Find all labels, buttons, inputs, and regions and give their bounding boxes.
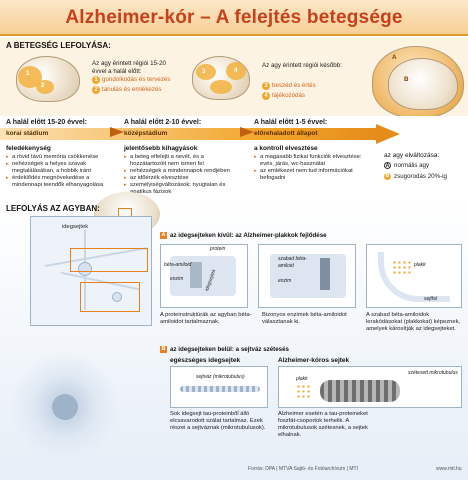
source-credit: Forrás: DPA | MTVA Sajtó- és Fotóarchívu… — [248, 466, 358, 472]
stage3-feature-list: a magasabb fizikai funkciók elvesztése: … — [254, 154, 362, 182]
brain-num-3: 3 — [202, 68, 206, 75]
brain-region-3 — [196, 64, 216, 80]
cell-wall-curve — [378, 252, 450, 302]
b1-caption: Sok idegsejt tau-proteinből álló elcsava… — [170, 411, 266, 431]
shrink-heading: az agy elváltozása: — [384, 152, 440, 159]
site-url: www.mti.hu — [436, 466, 462, 472]
cell-wall-shape — [170, 256, 236, 296]
zoom-frame-a — [70, 248, 148, 272]
broken-microtubule-shape — [320, 380, 400, 402]
stage1-item: érdeklődés megnövekedése a mindennapi te… — [6, 175, 110, 189]
later-num-3: 3 — [262, 82, 270, 90]
stage3-name: előrehaladott állapot — [254, 130, 318, 137]
early-regions-text: Az agy érintett régiói 15-20 évvel a hal… — [92, 60, 166, 75]
brain-label-b: B — [404, 76, 409, 83]
stage-divider-arrow-icon — [240, 127, 254, 137]
a3-caption: A szabad béta-amiloidok lerakódásokat (p… — [366, 312, 461, 332]
a3-label-plaque: plakk — [414, 262, 426, 268]
stage2-when: A halál előtt 2-10 évvel: — [124, 119, 202, 126]
stage1-when: A halál előtt 15-20 évvel: — [6, 119, 88, 126]
a3-label-cellwall: sejtfal — [424, 296, 438, 302]
legend-b-label: zsugorodás 20%-ig — [394, 173, 447, 180]
stage2-item: a beteg elfelejti a nevét, és a hozzátar… — [124, 154, 236, 168]
page-title: Alzheimer-kór – A felejtés betegsége — [65, 7, 403, 28]
neuron-body — [112, 292, 122, 302]
stage2-item: személyiségváltozások: nyugtalan és apat… — [124, 182, 236, 196]
enzyme-shape — [320, 258, 330, 290]
stage1-item: a rövid távú memória csökkenése — [6, 154, 110, 161]
zoom-frame-b — [80, 282, 140, 312]
stage2-feature-list: a beteg elfelejti a nevét, és a hozzátar… — [124, 154, 236, 196]
legend-a-label: normális agy — [394, 162, 430, 169]
part-b-title: az idegsejteken belül: a sejtváz szétesé… — [170, 346, 289, 353]
progression-heading: A BETEGSÉG LEFOLYÁSA: — [6, 41, 111, 50]
process-heading: LEFOLYÁS AZ AGYBAN: — [6, 204, 100, 213]
a1-label-enzyme: enzim — [170, 276, 184, 282]
stage1-item: nehézségek a helyes szavak megtalálásába… — [6, 161, 110, 175]
later-regions-text: Az agy érintett régiói később: — [262, 62, 342, 69]
b1-label-microtubule: sejtváz (mikrotubulus) — [196, 374, 245, 380]
a2-caption: Bizonyos enzimek béta-amiloidot választa… — [262, 312, 347, 325]
part-b-tag: B — [160, 346, 167, 353]
plaque-shape — [392, 260, 412, 274]
a1-label-protein: protein — [210, 246, 226, 252]
neuron-nucleus — [52, 394, 78, 420]
title-bar: Alzheimer-kór – A felejtés betegsége — [0, 0, 468, 36]
b1-heading: egészséges idegsejtek — [170, 357, 241, 364]
stage3-feature-heading: a kontroll elvesztése — [254, 145, 318, 152]
brain-region-1 — [18, 66, 42, 88]
b2-heading: Alzheimer-kóros sejtek — [278, 357, 350, 364]
brain-region-lower — [210, 80, 232, 94]
brain-region-2 — [36, 80, 54, 94]
early-item-1: gondolkodás és tervezés — [102, 76, 171, 83]
stage1-feature-heading: feledékenység — [6, 145, 51, 152]
stage2-feature-heading: jelentősebb kihagyások — [124, 145, 198, 152]
b2-label-broken: szétesett mikrotubulus — [408, 370, 458, 376]
brain-shrunk-image — [388, 58, 458, 110]
stage2-name: középstádium — [124, 130, 168, 137]
stage1-feature-list: a rövid távú memória csökkenése nehézség… — [6, 154, 110, 189]
microtubule-shape — [180, 386, 260, 392]
stage-arrow-icon — [376, 124, 400, 144]
brain-label-a: A — [392, 54, 397, 61]
plaque-shape — [296, 384, 312, 398]
early-num-1: 1 — [92, 76, 100, 84]
a1-label-beta: béta-amiloid — [164, 262, 192, 268]
brain-num-1: 1 — [26, 70, 30, 77]
early-item-2: tanulás és emlékezés — [102, 86, 162, 93]
stage3-when: A halál előtt 1-5 évvel: — [254, 119, 328, 126]
b2-label-plaque: plakk — [296, 376, 308, 382]
stage2-item: nehézségek a mindennapok rendjében — [124, 168, 236, 175]
neurons-label: idegsejtek — [62, 224, 89, 230]
part-a-tag: A — [160, 232, 167, 239]
stage3-item: a magasabb fizikai funkciók elvesztése: … — [254, 154, 362, 168]
stage-divider-arrow-icon — [110, 127, 124, 137]
later-item-3: beszéd és értés — [272, 82, 316, 89]
neuron-body — [78, 262, 92, 276]
later-item-4: tájékozódás — [272, 92, 306, 99]
a2-label-free-beta: szabad béta-amiloid — [278, 256, 307, 269]
protein-shape — [190, 262, 202, 288]
legend-a-icon: A — [384, 162, 391, 169]
legend-b-icon: B — [384, 173, 391, 180]
stage1-name: korai stádium — [6, 130, 49, 137]
brain-region-4 — [226, 62, 246, 80]
a2-label-enzyme: enzim — [278, 278, 292, 284]
stage3-item: az emlékezet nem tud információkat befog… — [254, 168, 362, 182]
part-a-title: az idegsejteken kívül: az Alzheimer-plak… — [170, 232, 327, 239]
later-num-4: 4 — [262, 92, 270, 100]
early-num-2: 2 — [92, 86, 100, 94]
b2-caption: Alzheimer esetén a tau-proteineket foszf… — [278, 411, 368, 438]
cell-wall-shape — [270, 254, 346, 298]
brain-num-2: 2 — [41, 82, 45, 89]
stage-progress-bar — [0, 128, 380, 140]
stage2-item: az időérzék elvesztése — [124, 175, 236, 182]
brain-num-4: 4 — [234, 67, 238, 74]
a1-caption: A proteinstruktúrák az agyban béta-amilo… — [160, 312, 252, 325]
